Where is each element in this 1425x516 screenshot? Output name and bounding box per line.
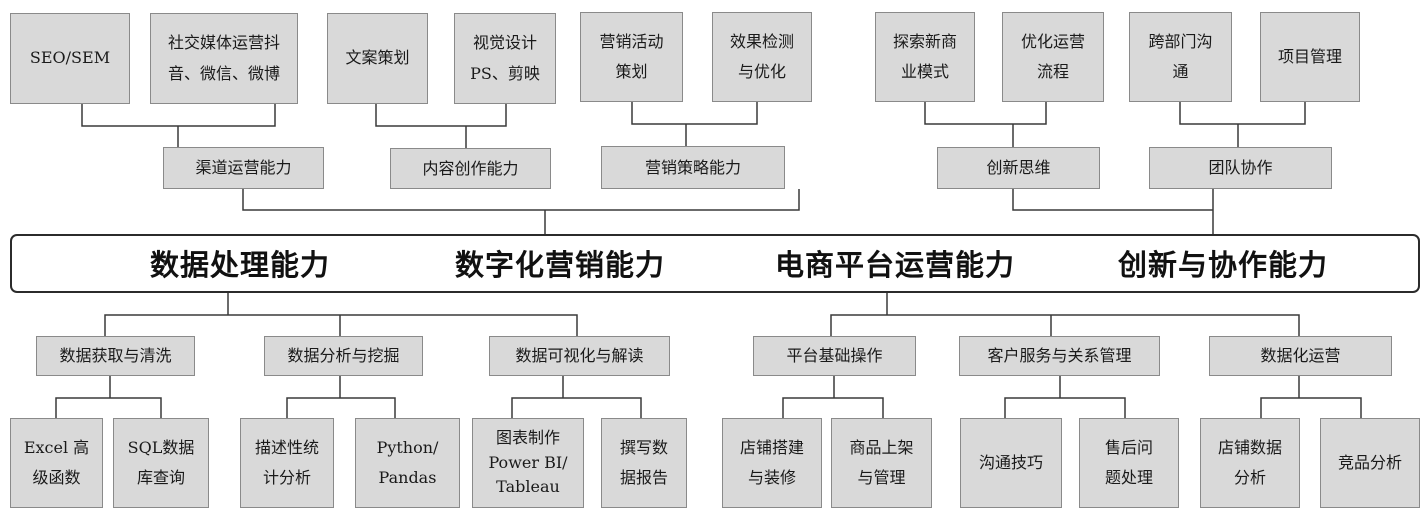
leaf-process-optimization: 优化运营 流程 — [1002, 12, 1104, 102]
leaf-communication-skills: 沟通技巧 — [960, 418, 1062, 508]
leaf-business-model: 探索新商 业模式 — [875, 12, 975, 102]
leaf-effect-monitoring: 效果检测 与优化 — [712, 12, 812, 102]
category-channel-operations: 渠道运营能力 — [163, 147, 324, 189]
leaf-store-setup: 店铺搭建 与装修 — [722, 418, 822, 508]
leaf-seo-sem: SEO/SEM — [10, 13, 130, 104]
leaf-store-data-analysis: 店铺数据 分析 — [1200, 418, 1300, 508]
category-innovative-thinking: 创新思维 — [937, 147, 1100, 189]
category-customer-service: 客户服务与关系管理 — [959, 336, 1160, 376]
leaf-cross-department: 跨部门沟 通 — [1129, 12, 1232, 102]
leaf-project-management: 项目管理 — [1260, 12, 1360, 102]
leaf-sql-query: SQL数据 库查询 — [113, 418, 209, 508]
leaf-after-sales: 售后问 题处理 — [1079, 418, 1179, 508]
leaf-excel-functions: Excel 高 级函数 — [10, 418, 103, 508]
leaf-data-report: 撰写数 据报告 — [601, 418, 687, 508]
skill-innovation-collaboration: 创新与协作能力 — [1118, 248, 1329, 282]
leaf-social-media: 社交媒体运营抖 音、微信、微博 — [150, 13, 298, 104]
category-platform-basics: 平台基础操作 — [753, 336, 916, 376]
leaf-chart-tools: 图表制作 Power BI/ Tableau — [472, 418, 584, 508]
leaf-product-listing: 商品上架 与管理 — [831, 418, 932, 508]
leaf-python-pandas: Python/ Pandas — [355, 418, 460, 508]
category-marketing-strategy: 营销策略能力 — [601, 146, 785, 189]
category-data-driven-operations: 数据化运营 — [1209, 336, 1392, 376]
core-skills-banner: 数据处理能力 数字化营销能力 电商平台运营能力 创新与协作能力 — [10, 234, 1420, 293]
skill-digital-marketing: 数字化营销能力 — [455, 248, 666, 282]
leaf-descriptive-statistics: 描述性统 计分析 — [240, 418, 334, 508]
skill-ecommerce-operations: 电商平台运营能力 — [775, 248, 1016, 282]
leaf-competitor-analysis: 竞品分析 — [1320, 418, 1420, 508]
skill-data-processing: 数据处理能力 — [150, 248, 331, 282]
leaf-campaign-planning: 营销活动 策划 — [580, 12, 683, 102]
category-content-creation: 内容创作能力 — [390, 148, 551, 189]
category-data-visualization: 数据可视化与解读 — [489, 336, 670, 376]
category-data-acquisition: 数据获取与清洗 — [36, 336, 195, 376]
leaf-visual-design: 视觉设计 PS、剪映 — [454, 13, 556, 104]
leaf-copywriting: 文案策划 — [327, 13, 428, 104]
category-data-analysis: 数据分析与挖掘 — [264, 336, 423, 376]
category-teamwork: 团队协作 — [1149, 147, 1332, 189]
